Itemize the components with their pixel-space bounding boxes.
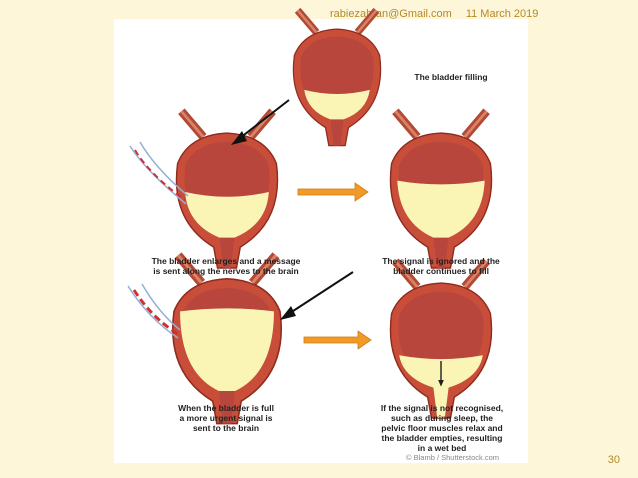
bladder-enlarges-figure xyxy=(176,111,277,268)
bladder-filling-figure xyxy=(293,10,380,145)
bladder-ignored-figure xyxy=(390,111,491,268)
caption-line: bladder continues to fill xyxy=(393,266,489,276)
caption-line: The signal is ignored and the xyxy=(382,256,500,266)
caption-line: is sent along the nerves to the brain xyxy=(153,266,299,276)
caption-line: such as during sleep, the xyxy=(390,413,494,423)
orange-arrow-2 xyxy=(303,330,372,350)
caption-line: the bladder empties, resulting xyxy=(381,433,503,443)
caption-filling: The bladder filling xyxy=(414,72,488,82)
caption-line: The bladder enlarges and a message xyxy=(151,256,301,266)
slide-date: 11 March 2019 xyxy=(465,8,539,20)
bladder-full-figure xyxy=(173,255,281,423)
orange-arrow-1 xyxy=(297,182,369,202)
image-credit: © Blamb / Shutterstock.com xyxy=(406,453,500,462)
caption-line: pelvic floor muscles relax and xyxy=(381,423,503,433)
caption-enlarges: The bladder enlarges and a message is se… xyxy=(136,256,316,276)
slide-header: rabiezahran@Gmail.com 11 March 2019 xyxy=(330,8,538,20)
caption-line: a more urgent signal is xyxy=(179,413,273,423)
author-email: rabiezahran@Gmail.com xyxy=(330,8,452,20)
nerve-signal-2 xyxy=(127,283,181,339)
nerve-signal-1 xyxy=(129,141,189,205)
caption-ignored: The signal is ignored and the bladder co… xyxy=(366,256,516,276)
caption-empties: If the signal is not recognised, such as… xyxy=(366,403,518,453)
black-arrow-2 xyxy=(280,271,354,320)
caption-full: When the bladder is full a more urgent s… xyxy=(166,403,286,433)
bladder-empties-figure xyxy=(390,261,491,418)
caption-line: sent to the brain xyxy=(192,423,260,433)
caption-line: When the bladder is full xyxy=(178,403,274,413)
caption-line: in a wet bed xyxy=(417,443,467,453)
black-arrow-1 xyxy=(231,99,290,145)
page-number: 30 xyxy=(607,454,620,466)
caption-line: If the signal is not recognised, xyxy=(380,403,504,413)
